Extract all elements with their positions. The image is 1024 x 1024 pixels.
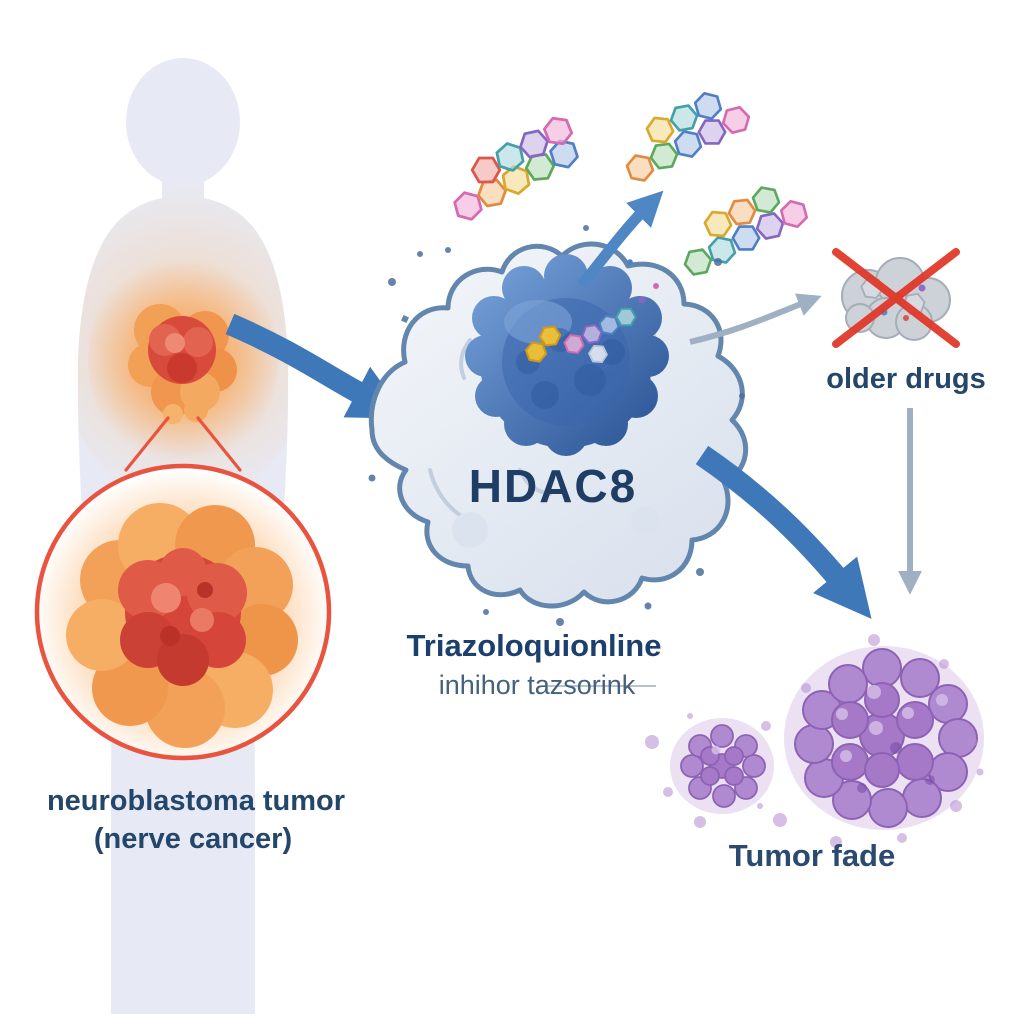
inhibitor-name-line1: Triazoloquionline [407,628,662,663]
arrow-cell-to-tumor-fade-icon [695,445,872,619]
arrow-cell-to-molecules-icon [577,190,664,289]
tumor-cluster-small [670,718,774,814]
older-drugs-caption: older drugs [826,363,986,395]
molecule-cluster-middle [623,90,753,183]
protein-name-label: HDAC8 [469,460,637,512]
tumor-cluster-large [784,646,984,830]
magnifier-callout-lines [124,416,242,472]
arrow-body-to-cell-icon [225,313,408,419]
tumor-mass-icon [128,304,237,424]
arrow-cell-to-older-drugs-icon [689,293,822,345]
molecule-cluster-right [681,185,812,277]
outcome-caption: Tumor fade [729,838,896,873]
molecule-cluster-left [450,115,582,223]
crossed-out-icon [832,248,960,348]
magnifier-circle-icon [34,463,332,761]
body-tumor-caption-line2: (nerve cancer) [94,823,292,855]
tumor-fade-speckles [645,634,984,848]
speckles [368,225,745,626]
inhibitor-name-line2: inhihor tazsorink [439,670,636,700]
bound-inhibitor-molecule-icon [523,259,659,364]
body-tumor-caption-line1: neuroblastoma tumor [47,785,345,817]
